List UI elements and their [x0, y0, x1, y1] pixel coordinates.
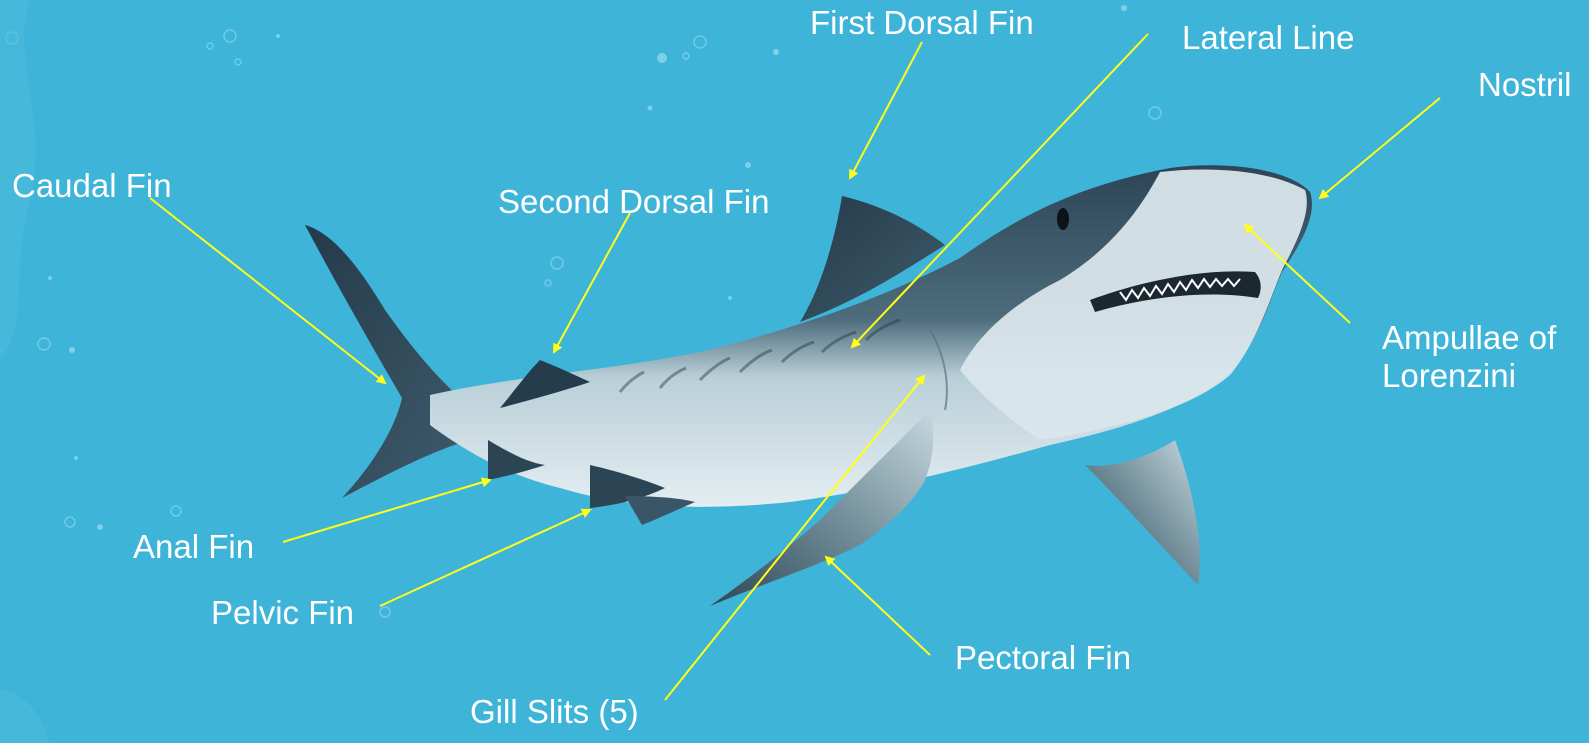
leader-pectoral-fin — [826, 557, 930, 655]
leader-anal-fin — [283, 480, 490, 542]
leader-pelvic-fin — [380, 510, 590, 606]
label-second-dorsal-fin: Second Dorsal Fin — [498, 183, 769, 221]
leader-nostril — [1320, 98, 1440, 198]
label-nostril: Nostril — [1478, 66, 1572, 104]
label-anal-fin: Anal Fin — [133, 528, 254, 566]
label-lateral-line: Lateral Line — [1182, 19, 1354, 57]
label-pectoral-fin: Pectoral Fin — [955, 639, 1131, 677]
label-ampullae-of-lorenzini: Ampullae of Lorenzini — [1382, 319, 1556, 395]
far-pectoral-fin — [1085, 440, 1200, 585]
eye — [1057, 208, 1069, 230]
label-first-dorsal-fin: First Dorsal Fin — [810, 4, 1034, 42]
background-corner — [0, 690, 50, 743]
label-pelvic-fin: Pelvic Fin — [211, 594, 354, 632]
label-ampullae-line-2: Lorenzini — [1382, 357, 1556, 395]
label-caudal-fin: Caudal Fin — [12, 167, 172, 205]
small-ventral-fin-shape — [625, 496, 695, 525]
caudal-fin-shape — [305, 225, 470, 498]
leader-second-dorsal-fin — [554, 213, 630, 352]
shark — [305, 165, 1312, 606]
label-gill-slits: Gill Slits (5) — [470, 693, 639, 731]
label-ampullae-line-1: Ampullae of — [1382, 319, 1556, 357]
leader-first-dorsal-fin — [850, 42, 922, 178]
